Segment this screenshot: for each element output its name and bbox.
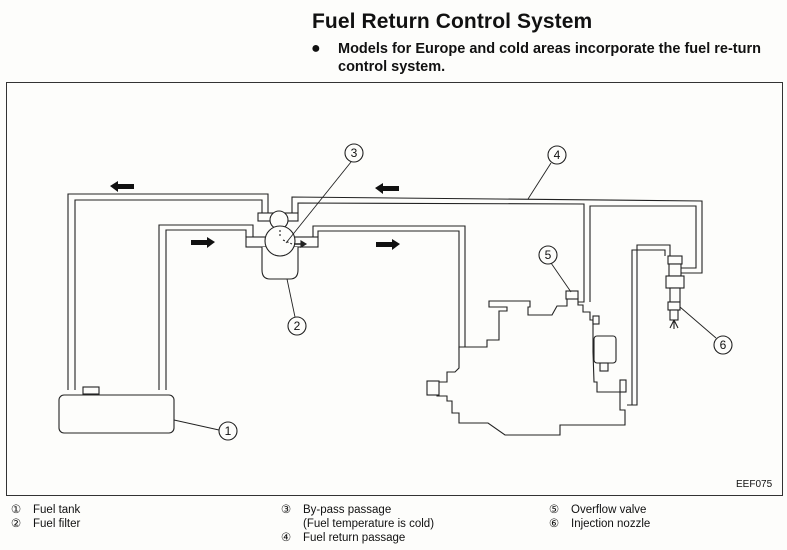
legend-number: ④ xyxy=(280,532,292,544)
supply-flow-arrow-right xyxy=(191,237,215,248)
legend-column-2: ③ By-pass passage (Fuel temperature is co… xyxy=(279,503,434,545)
fuel-filter xyxy=(245,210,319,280)
return-line-arrow-left xyxy=(375,183,399,194)
fuel-return-passage xyxy=(291,196,703,303)
page-title: Fuel Return Control System xyxy=(312,10,593,33)
legend-item: ④ Fuel return passage xyxy=(279,531,434,545)
supply-line-arrow-right xyxy=(376,239,400,250)
legend-label: Fuel filter xyxy=(33,518,81,530)
legend-label: Fuel return passage xyxy=(303,532,406,544)
supply-pipe-from-tank xyxy=(158,224,254,390)
callout-6: 6 xyxy=(713,335,733,355)
legend-number: ⑥ xyxy=(548,518,560,530)
legend-item: ③ By-pass passage xyxy=(279,503,434,517)
legend-item: ① Fuel tank xyxy=(9,503,80,517)
diagram-frame xyxy=(6,82,783,496)
legend-item: ⑤ Overflow valve xyxy=(547,503,650,517)
legend-number: ⑤ xyxy=(548,504,560,516)
legend-item: (Fuel temperature is cold) xyxy=(279,517,434,531)
callout-4-label: 4 xyxy=(554,148,561,162)
legend-label: Injection nozzle xyxy=(571,518,651,530)
return-pipe-to-tank xyxy=(67,193,269,390)
legend-number: ③ xyxy=(280,504,292,516)
callout-4: 4 xyxy=(547,145,567,165)
legend-label: (Fuel temperature is cold) xyxy=(303,518,435,530)
legend-label: Overflow valve xyxy=(571,504,647,516)
figure-code: EEF075 xyxy=(736,479,773,490)
injection-pump xyxy=(426,290,627,436)
legend-column-1: ① Fuel tank ② Fuel filter xyxy=(9,503,80,531)
legend-item: ⑥ Injection nozzle xyxy=(547,517,650,531)
return-flow-arrow-left xyxy=(110,181,134,192)
legend-number: ① xyxy=(10,504,22,516)
legend-column-3: ⑤ Overflow valve ⑥ Injection nozzle xyxy=(547,503,650,531)
bullet-icon: ● xyxy=(311,40,321,57)
injection-pipe xyxy=(627,244,671,406)
callout-1: 1 xyxy=(218,421,238,441)
legend-number xyxy=(279,517,293,531)
legend-item: ② Fuel filter xyxy=(9,517,80,531)
legend-label: By-pass passage xyxy=(303,504,392,516)
supply-pipe-to-pump xyxy=(312,225,466,350)
callout-5: 5 xyxy=(538,245,558,265)
fuel-tank xyxy=(58,386,175,434)
callout-2: 2 xyxy=(287,316,307,336)
callout-2-label: 2 xyxy=(294,319,301,333)
bullet-text: Models for Europe and cold areas incorpo… xyxy=(338,41,761,75)
legend-number: ② xyxy=(10,518,22,530)
callout-3-label: 3 xyxy=(351,146,358,160)
callout-5-label: 5 xyxy=(545,248,552,262)
callout-1-label: 1 xyxy=(225,424,232,438)
legend-label: Fuel tank xyxy=(33,504,81,516)
callout-3: 3 xyxy=(344,143,364,163)
injection-nozzle xyxy=(665,255,685,329)
callout-6-label: 6 xyxy=(720,338,727,352)
